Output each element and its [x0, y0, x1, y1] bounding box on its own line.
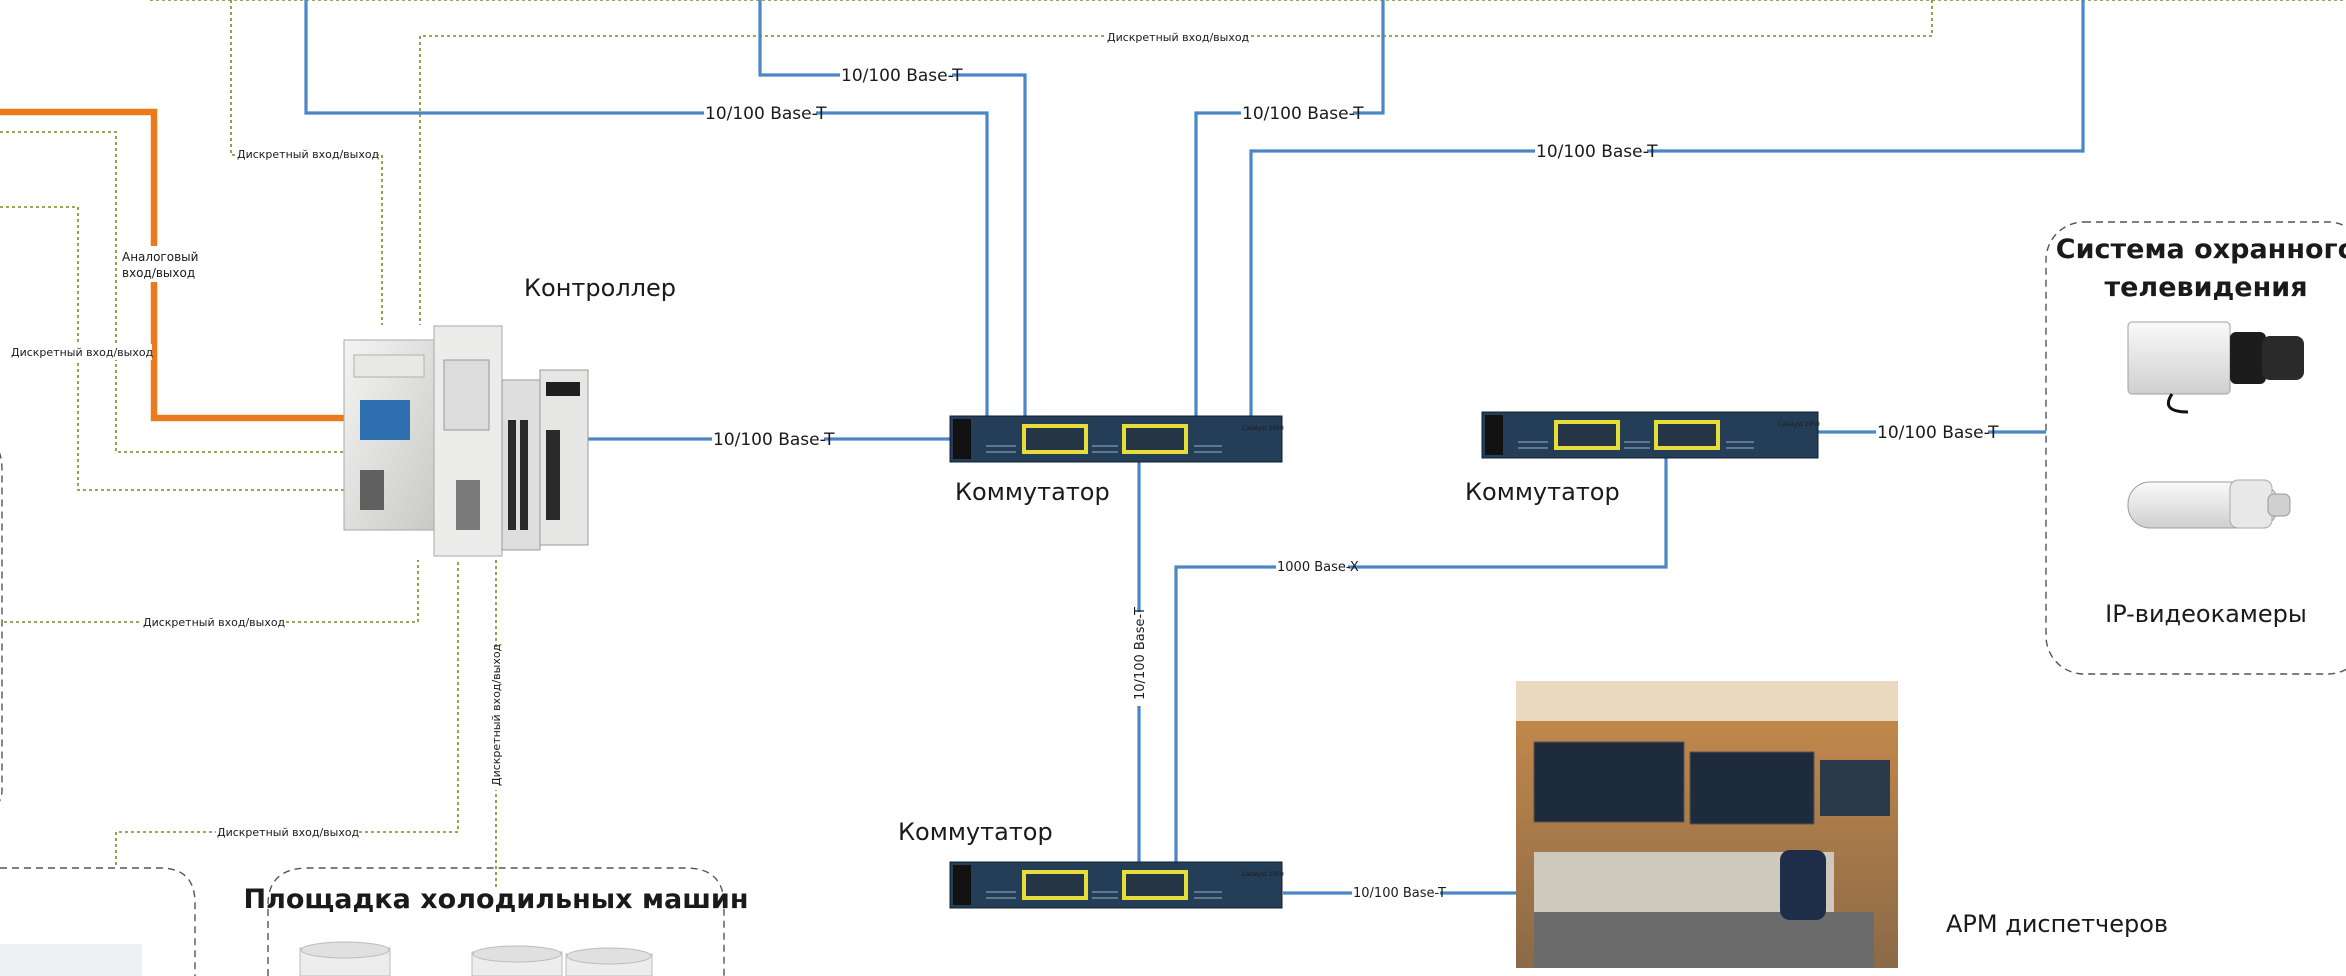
link-label-7: 10/100 Base-T [1353, 886, 1446, 901]
switch-3[interactable]: Catalyst 2950 [949, 861, 1284, 909]
zone-left-frame [0, 452, 3, 802]
link-label-vertical: 10/100 Base-T [1133, 607, 1148, 700]
switch-2-brand: Catalyst 2950 [1778, 421, 1820, 428]
operator-caption: АРМ диспетчеров [1946, 910, 2168, 938]
link-label-1: 10/100 Base-T [841, 66, 963, 86]
switch-2-label: Коммутатор [1465, 478, 1620, 506]
box-camera-icon [2127, 321, 2304, 414]
discrete-label-5: Дискретный вход/выход [217, 826, 360, 839]
switch-3-brand: Catalyst 2950 [1242, 871, 1284, 878]
discrete-label-2: Дискретный вход/выход [237, 148, 380, 161]
chiller-units-icon [299, 941, 653, 976]
discrete-label-4: Дискретный вход/выход [143, 616, 286, 629]
zone-bottom-left-frame [0, 867, 196, 976]
bottom-left-equipment-photo [0, 944, 142, 976]
discrete-line-d [0, 131, 346, 453]
eth-line-2 [758, 0, 1027, 418]
discrete-label-1: Дискретный вход/выход [1107, 31, 1250, 44]
link-label-3: 10/100 Base-T [1242, 104, 1364, 124]
eth-line-4 [1249, 0, 2085, 418]
operator-room-photo [1516, 681, 1898, 968]
switch-1-brand: Catalyst 2950 [1242, 425, 1284, 432]
switch-1[interactable]: Catalyst 2950 [949, 415, 1284, 463]
discrete-line-f [115, 560, 459, 865]
gig-line [1174, 458, 1668, 868]
switch-1-label: Коммутатор [955, 478, 1110, 506]
cctv-caption: IP-видеокамеры [2105, 600, 2307, 628]
discrete-label-6: Дискретный вход/выход [490, 643, 503, 786]
cctv-zone-frame [2045, 221, 2346, 675]
cctv-title-line2: телевидения [2104, 272, 2307, 303]
analog-label-line2: вход/выход [122, 266, 195, 280]
discrete-line-e [4, 560, 419, 623]
bullet-camera-icon [2127, 479, 2291, 529]
link-label-5: 10/100 Base-T [713, 430, 835, 450]
analog-label-line1: Аналоговый [122, 250, 198, 264]
link-label-6: 10/100 Base-T [1877, 423, 1999, 443]
discrete-line-c [0, 206, 346, 491]
link-label-2: 10/100 Base-T [705, 104, 827, 124]
eth-line-1 [304, 0, 989, 418]
link-labels: 10/100 Base-T 10/100 Base-T 10/100 Base-… [10, 29, 1999, 902]
switch-3-label: Коммутатор [898, 818, 1053, 846]
cctv-title-line1: Система охранного [2056, 234, 2346, 265]
controller-device [343, 325, 589, 557]
eth-line-3 [1194, 0, 1385, 418]
switch-2[interactable]: Catalyst 2950 [1481, 411, 1820, 459]
controller-title: Контроллер [524, 274, 676, 302]
chillers-zone-frame [267, 867, 725, 976]
chillers-title: Площадка холодильных машин [243, 884, 748, 915]
discrete-label-3: Дискретный вход/выход [11, 346, 154, 359]
link-label-gig: 1000 Base-X [1277, 560, 1359, 575]
link-label-4: 10/100 Base-T [1536, 142, 1658, 162]
